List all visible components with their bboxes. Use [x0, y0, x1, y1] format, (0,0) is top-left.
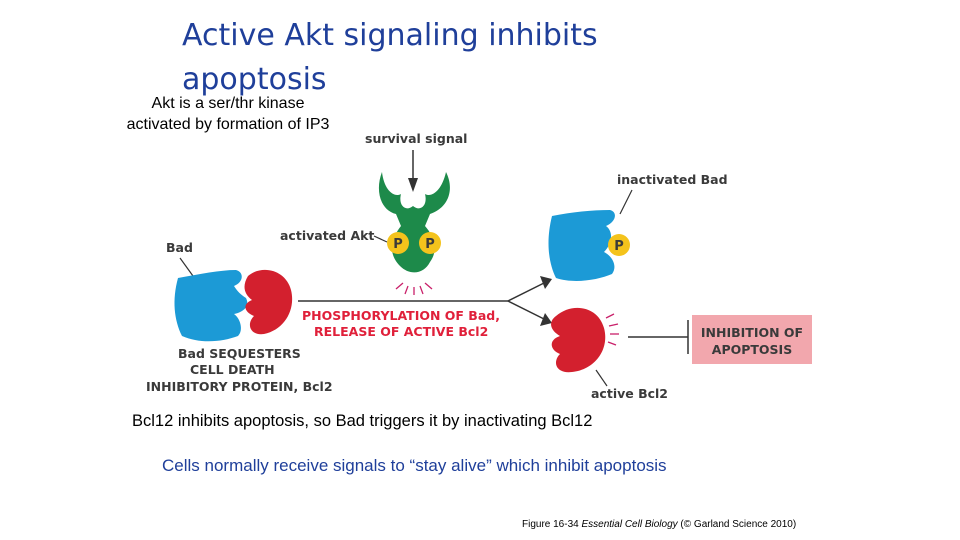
active-bcl2-label: active Bcl2 — [591, 386, 668, 401]
arrowhead-down — [540, 313, 552, 326]
inactivated-bad-pointer — [619, 189, 633, 215]
inactivated-bad-shape — [548, 210, 615, 281]
svg-text:CELL DEATH: CELL DEATH — [190, 362, 275, 377]
caption-stay-alive: Cells normally receive signals to “stay … — [162, 456, 667, 475]
survival-signal-arrow — [408, 150, 418, 192]
inhibition-line — [628, 320, 689, 354]
bad-pointer — [179, 257, 194, 277]
akt-phosphate-right: P — [419, 232, 441, 254]
svg-text:INHIBITORY PROTEIN, Bcl2: INHIBITORY PROTEIN, Bcl2 — [146, 379, 333, 394]
bad-phosphate: P — [608, 234, 630, 256]
phosphate-label: P — [393, 237, 403, 252]
akt-phosphate-left: P — [387, 232, 409, 254]
reaction-arrow — [298, 282, 545, 320]
slide-title: Active Akt signaling inhibits apoptosis — [182, 18, 598, 97]
arrowhead-up — [540, 276, 552, 289]
active-bcl2-shape — [551, 307, 606, 373]
svg-text:RELEASE OF ACTIVE Bcl2: RELEASE OF ACTIVE Bcl2 — [314, 324, 488, 339]
inhibition-label-line1: INHIBITION OF — [701, 325, 803, 340]
phosphorylation-label: PHOSPHORYLATION OF Bad, RELEASE OF ACTIV… — [302, 308, 500, 339]
credit-prefix: Figure 16-34 — [522, 519, 582, 530]
bad-shape — [174, 270, 248, 342]
inhibition-label-line2: APOPTOSIS — [712, 342, 792, 357]
svg-text:PHOSPHORYLATION OF Bad,: PHOSPHORYLATION OF Bad, — [302, 308, 500, 323]
active-bcl2-pointer — [595, 369, 608, 387]
bad-sequesters-label: Bad SEQUESTERS CELL DEATH INHIBITORY PRO… — [146, 346, 333, 394]
activated-akt-pointer — [373, 235, 388, 243]
figure-credit: Figure 16-34 Essential Cell Biology (© G… — [522, 519, 796, 530]
phosphate-label: P — [614, 239, 624, 254]
svg-text:Bad SEQUESTERS: Bad SEQUESTERS — [178, 346, 301, 361]
phosphate-label: P — [425, 237, 435, 252]
akt-note: Akt is a ser/thr kinase activated by for… — [126, 95, 330, 133]
activated-akt-label: activated Akt — [280, 228, 374, 243]
credit-book: Essential Cell Biology — [581, 519, 678, 530]
caption-bcl12: Bcl12 inhibits apoptosis, so Bad trigger… — [132, 412, 593, 430]
credit-suffix: (© Garland Science 2010) — [677, 519, 797, 530]
bcl2-bound-shape — [244, 269, 293, 335]
inactivated-bad-label: inactivated Bad — [617, 172, 728, 187]
inhibition-box — [692, 315, 812, 364]
survival-signal-label: survival signal — [365, 131, 467, 146]
bad-label: Bad — [166, 240, 193, 255]
bcl2-activity-rays — [605, 313, 619, 346]
akt-activity-rays — [395, 282, 433, 295]
